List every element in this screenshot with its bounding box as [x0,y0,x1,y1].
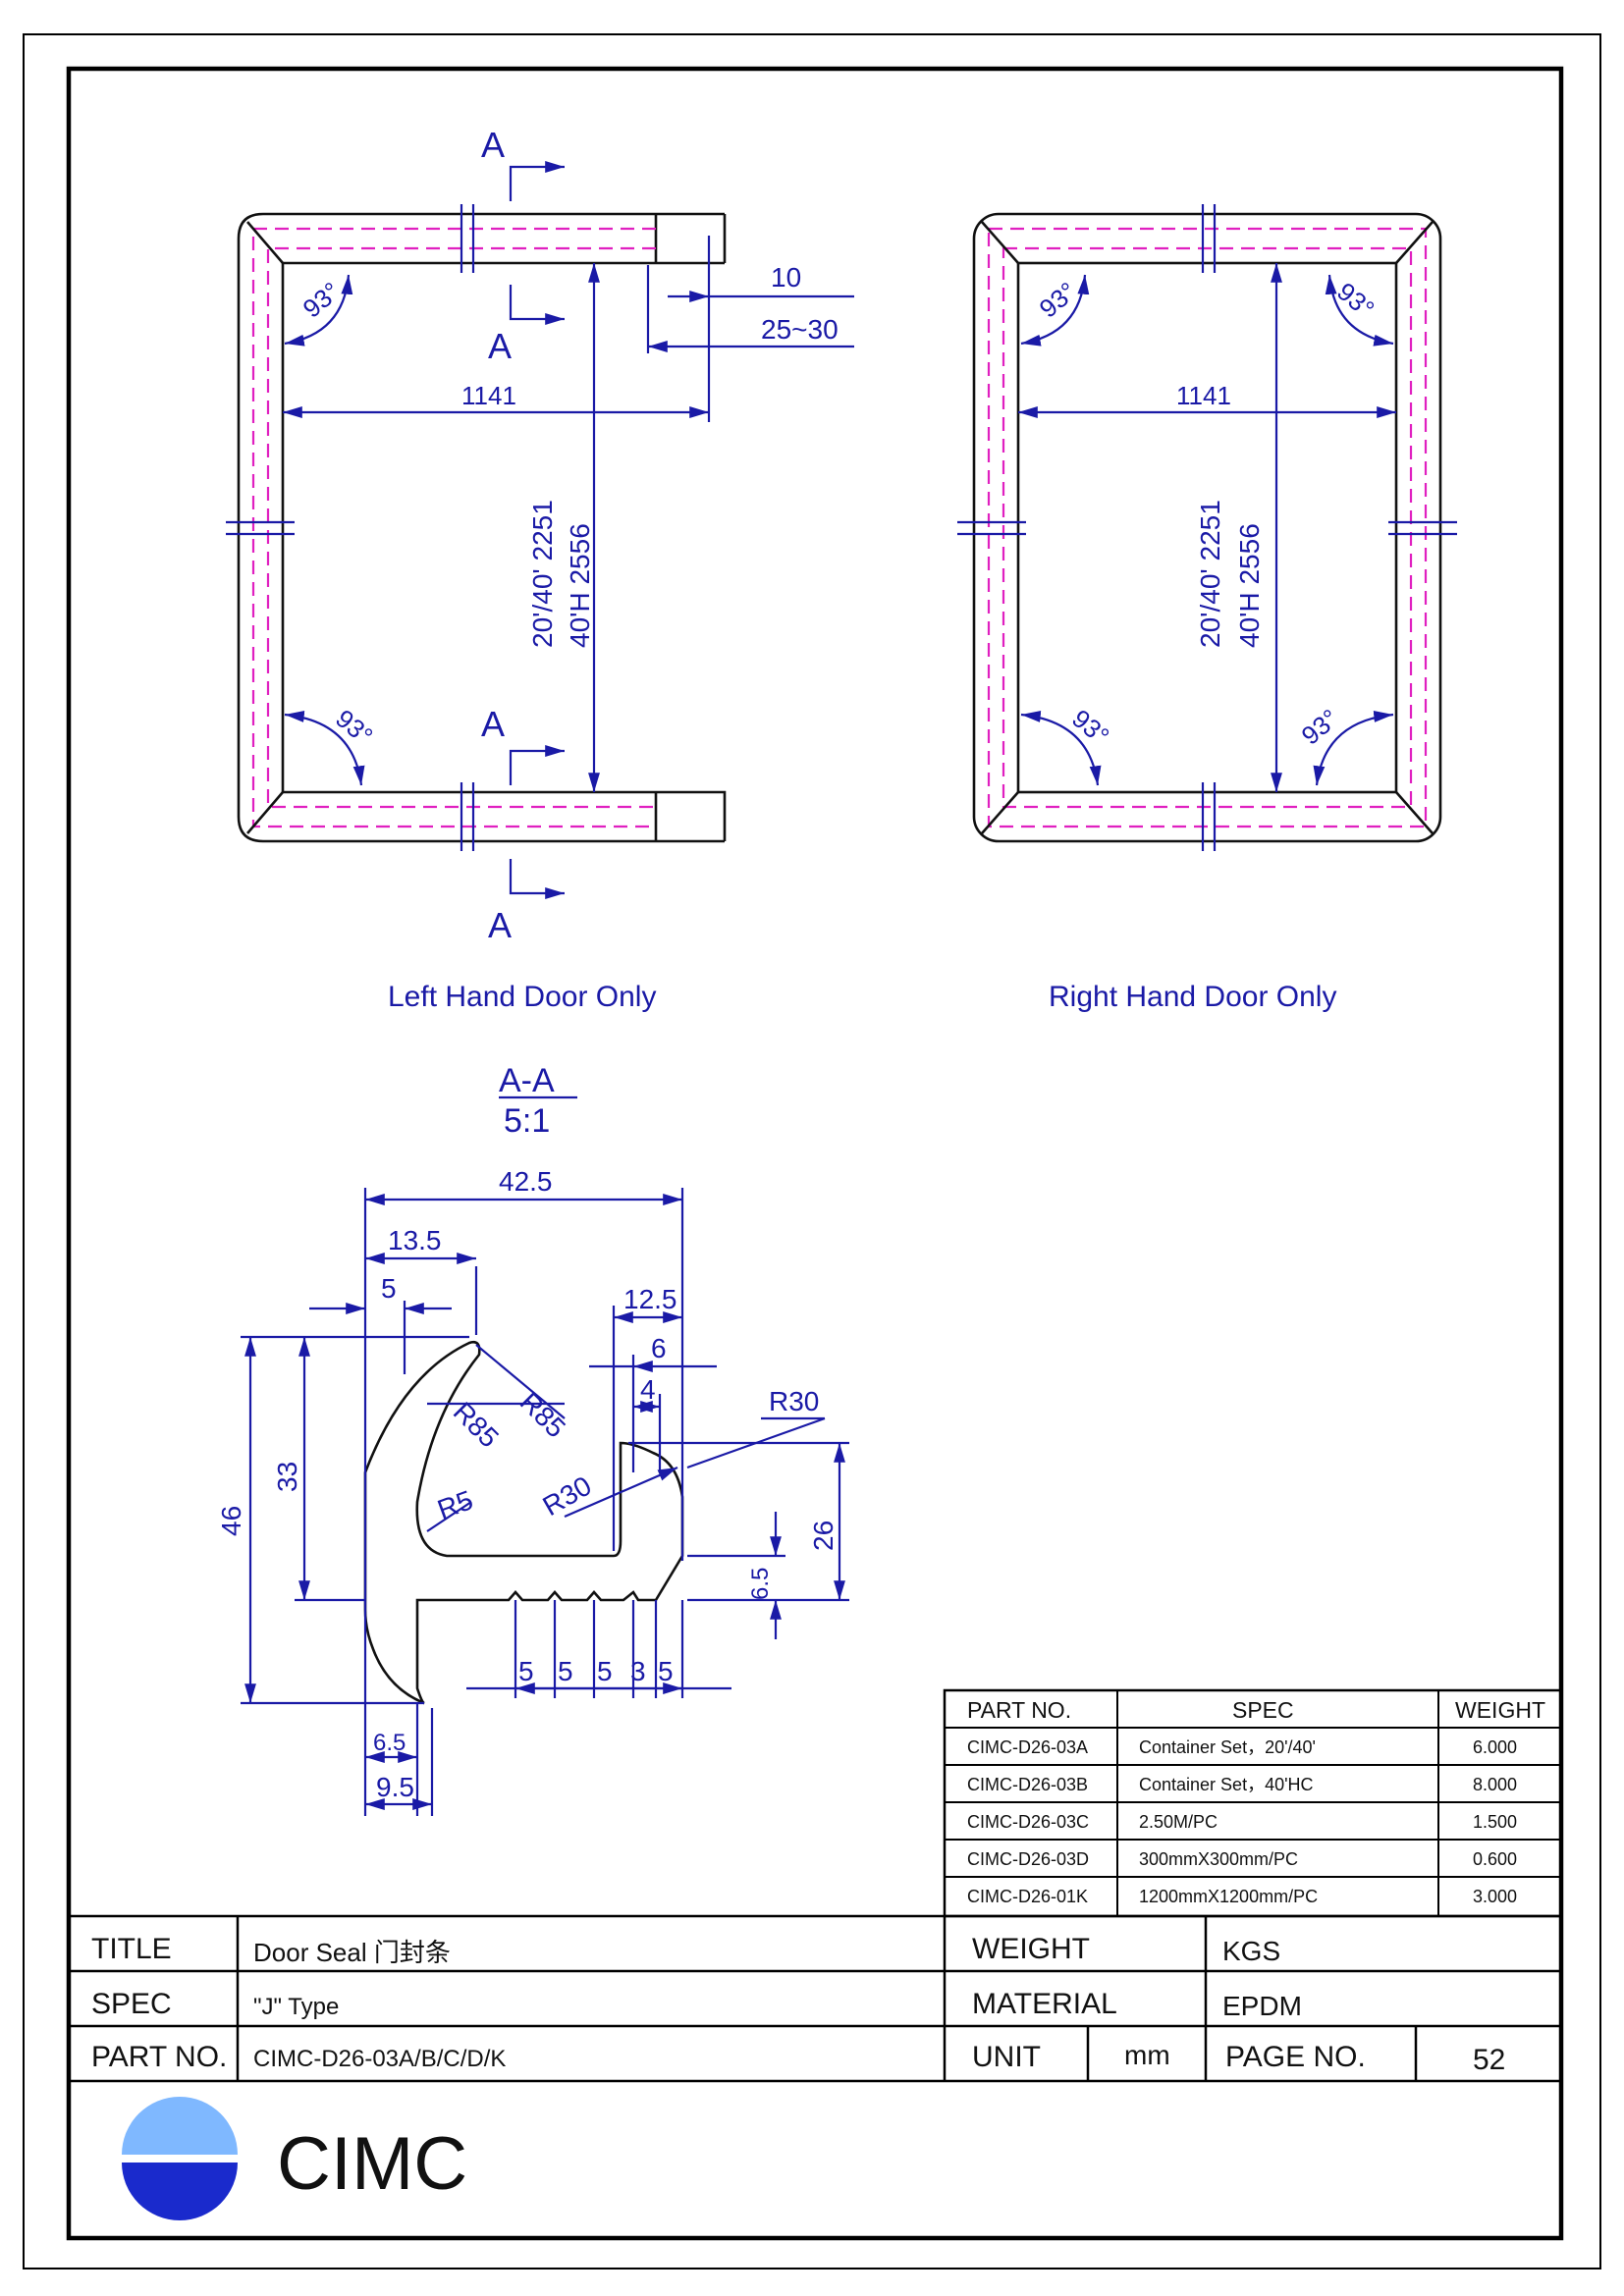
dim-r85-b: R85 [514,1386,571,1443]
dim-r30-mid: R30 [538,1470,597,1522]
dim-bottom-3: 3 [630,1656,646,1686]
left-caption: Left Hand Door Only [388,981,656,1013]
unit-label: UNIT [972,2041,1041,2073]
section-letter-a2: A [488,326,512,366]
parts-table: PART NO. SPEC WEIGHT CIMC-D26-03A Contai… [943,1688,1563,1918]
right-angle-tr: 93° [1331,277,1380,324]
parts-row-2-weight: 8.000 [1473,1775,1517,1794]
right-width-dim: 1141 [1176,381,1231,410]
dim-46: 46 [216,1506,246,1536]
parts-header-weight: WEIGHT [1455,1697,1545,1723]
parts-row-5-partno: CIMC-D26-01K [967,1887,1088,1906]
right-height-dim-1: 20'/40' 2251 [1195,500,1225,648]
parts-row-1-spec: Container Set，20'/40' [1139,1737,1316,1757]
dim-bottom-5d: 5 [658,1656,674,1686]
dim-r5: R5 [433,1484,476,1524]
dim-bottom-5b: 5 [558,1656,573,1686]
parts-row-2-spec: Container Set，40'HC [1139,1775,1314,1794]
right-door-view: 1141 20'/40' 2251 40'H 2556 93° 93° 93° … [957,204,1457,1013]
dim-26: 26 [808,1521,839,1551]
section-letter-a4: A [488,905,512,945]
right-angle-br: 93° [1296,703,1344,750]
partno-value: CIMC-D26-03A/B/C/D/K [253,2046,506,2072]
spec-value: "J" Type [253,1994,339,2020]
parts-row-5-weight: 3.000 [1473,1887,1517,1906]
title-block: TITLE Door Seal 门封条 SPEC "J" Type PART N… [69,1914,1561,2083]
parts-row-3-weight: 1.500 [1473,1812,1517,1832]
left-door-view: A A A A 1141 10 25~30 20'/40' 2251 40'H … [226,125,854,1013]
dim-9-5: 9.5 [376,1772,414,1802]
left-angle-top: 93° [298,276,346,323]
unit-value: mm [1124,2040,1170,2070]
left-angle-bottom: 93° [330,704,378,751]
dim-42-5: 42.5 [499,1166,553,1197]
parts-header-spec: SPEC [1232,1697,1294,1723]
title-label: TITLE [91,1933,172,1965]
right-angle-tl: 93° [1034,276,1082,323]
parts-row-2-partno: CIMC-D26-03B [967,1775,1088,1794]
outer-frame [23,33,1601,2269]
partno-label: PART NO. [91,2041,227,2073]
dim-4: 4 [640,1374,656,1405]
cimc-logo: CIMC [122,2097,467,2220]
dim-bottom-5a: 5 [518,1656,534,1686]
inner-frame [66,66,1564,2241]
section-scale: 5:1 [504,1102,550,1140]
dim-r30-top: R30 [769,1386,819,1416]
title-value: Door Seal 门封条 [253,1938,451,1967]
dim-12-5: 12.5 [623,1284,677,1314]
spec-label: SPEC [91,1988,172,2020]
parts-row-4-spec: 300mmX300mm/PC [1139,1849,1298,1869]
logo-text: CIMC [277,2122,467,2206]
page-label: PAGE NO. [1225,2041,1366,2073]
weight-value: KGS [1222,1936,1280,1966]
parts-row-3-partno: CIMC-D26-03C [967,1812,1089,1832]
dim-13-5: 13.5 [388,1225,442,1255]
weight-label: WEIGHT [972,1933,1090,1965]
section-letter-a3: A [481,704,505,744]
right-caption: Right Hand Door Only [1049,981,1336,1013]
left-width-dim: 1141 [461,381,516,410]
page-value: 52 [1473,2044,1505,2076]
section-a-a: A-A 5:1 [216,1062,849,1816]
parts-row-4-partno: CIMC-D26-03D [967,1849,1089,1869]
parts-row-1-weight: 6.000 [1473,1737,1517,1757]
gap-dim-10: 10 [771,262,801,293]
left-height-dim-1: 20'/40' 2251 [527,500,558,648]
parts-header-partno: PART NO. [967,1697,1071,1723]
dim-6: 6 [651,1333,667,1363]
material-value: EPDM [1222,1991,1302,2021]
dim-5: 5 [381,1273,397,1304]
parts-row-1-partno: CIMC-D26-03A [967,1737,1088,1757]
left-height-dim-2: 40'H 2556 [565,523,595,648]
right-angle-bl: 93° [1066,704,1114,751]
right-height-dim-2: 40'H 2556 [1234,523,1265,648]
material-label: MATERIAL [972,1988,1117,2020]
parts-row-5-spec: 1200mmX1200mm/PC [1139,1887,1318,1906]
dim-6-5-bottom: 6.5 [373,1730,406,1756]
gap-dim-25-30: 25~30 [761,314,839,345]
parts-row-3-spec: 2.50M/PC [1139,1812,1218,1832]
section-letter-a1: A [481,125,505,165]
section-label: A-A [499,1062,555,1099]
dim-6-5-right: 6.5 [747,1568,774,1600]
dim-33: 33 [272,1462,302,1492]
parts-row-4-weight: 0.600 [1473,1849,1517,1869]
dim-bottom-5c: 5 [597,1656,613,1686]
